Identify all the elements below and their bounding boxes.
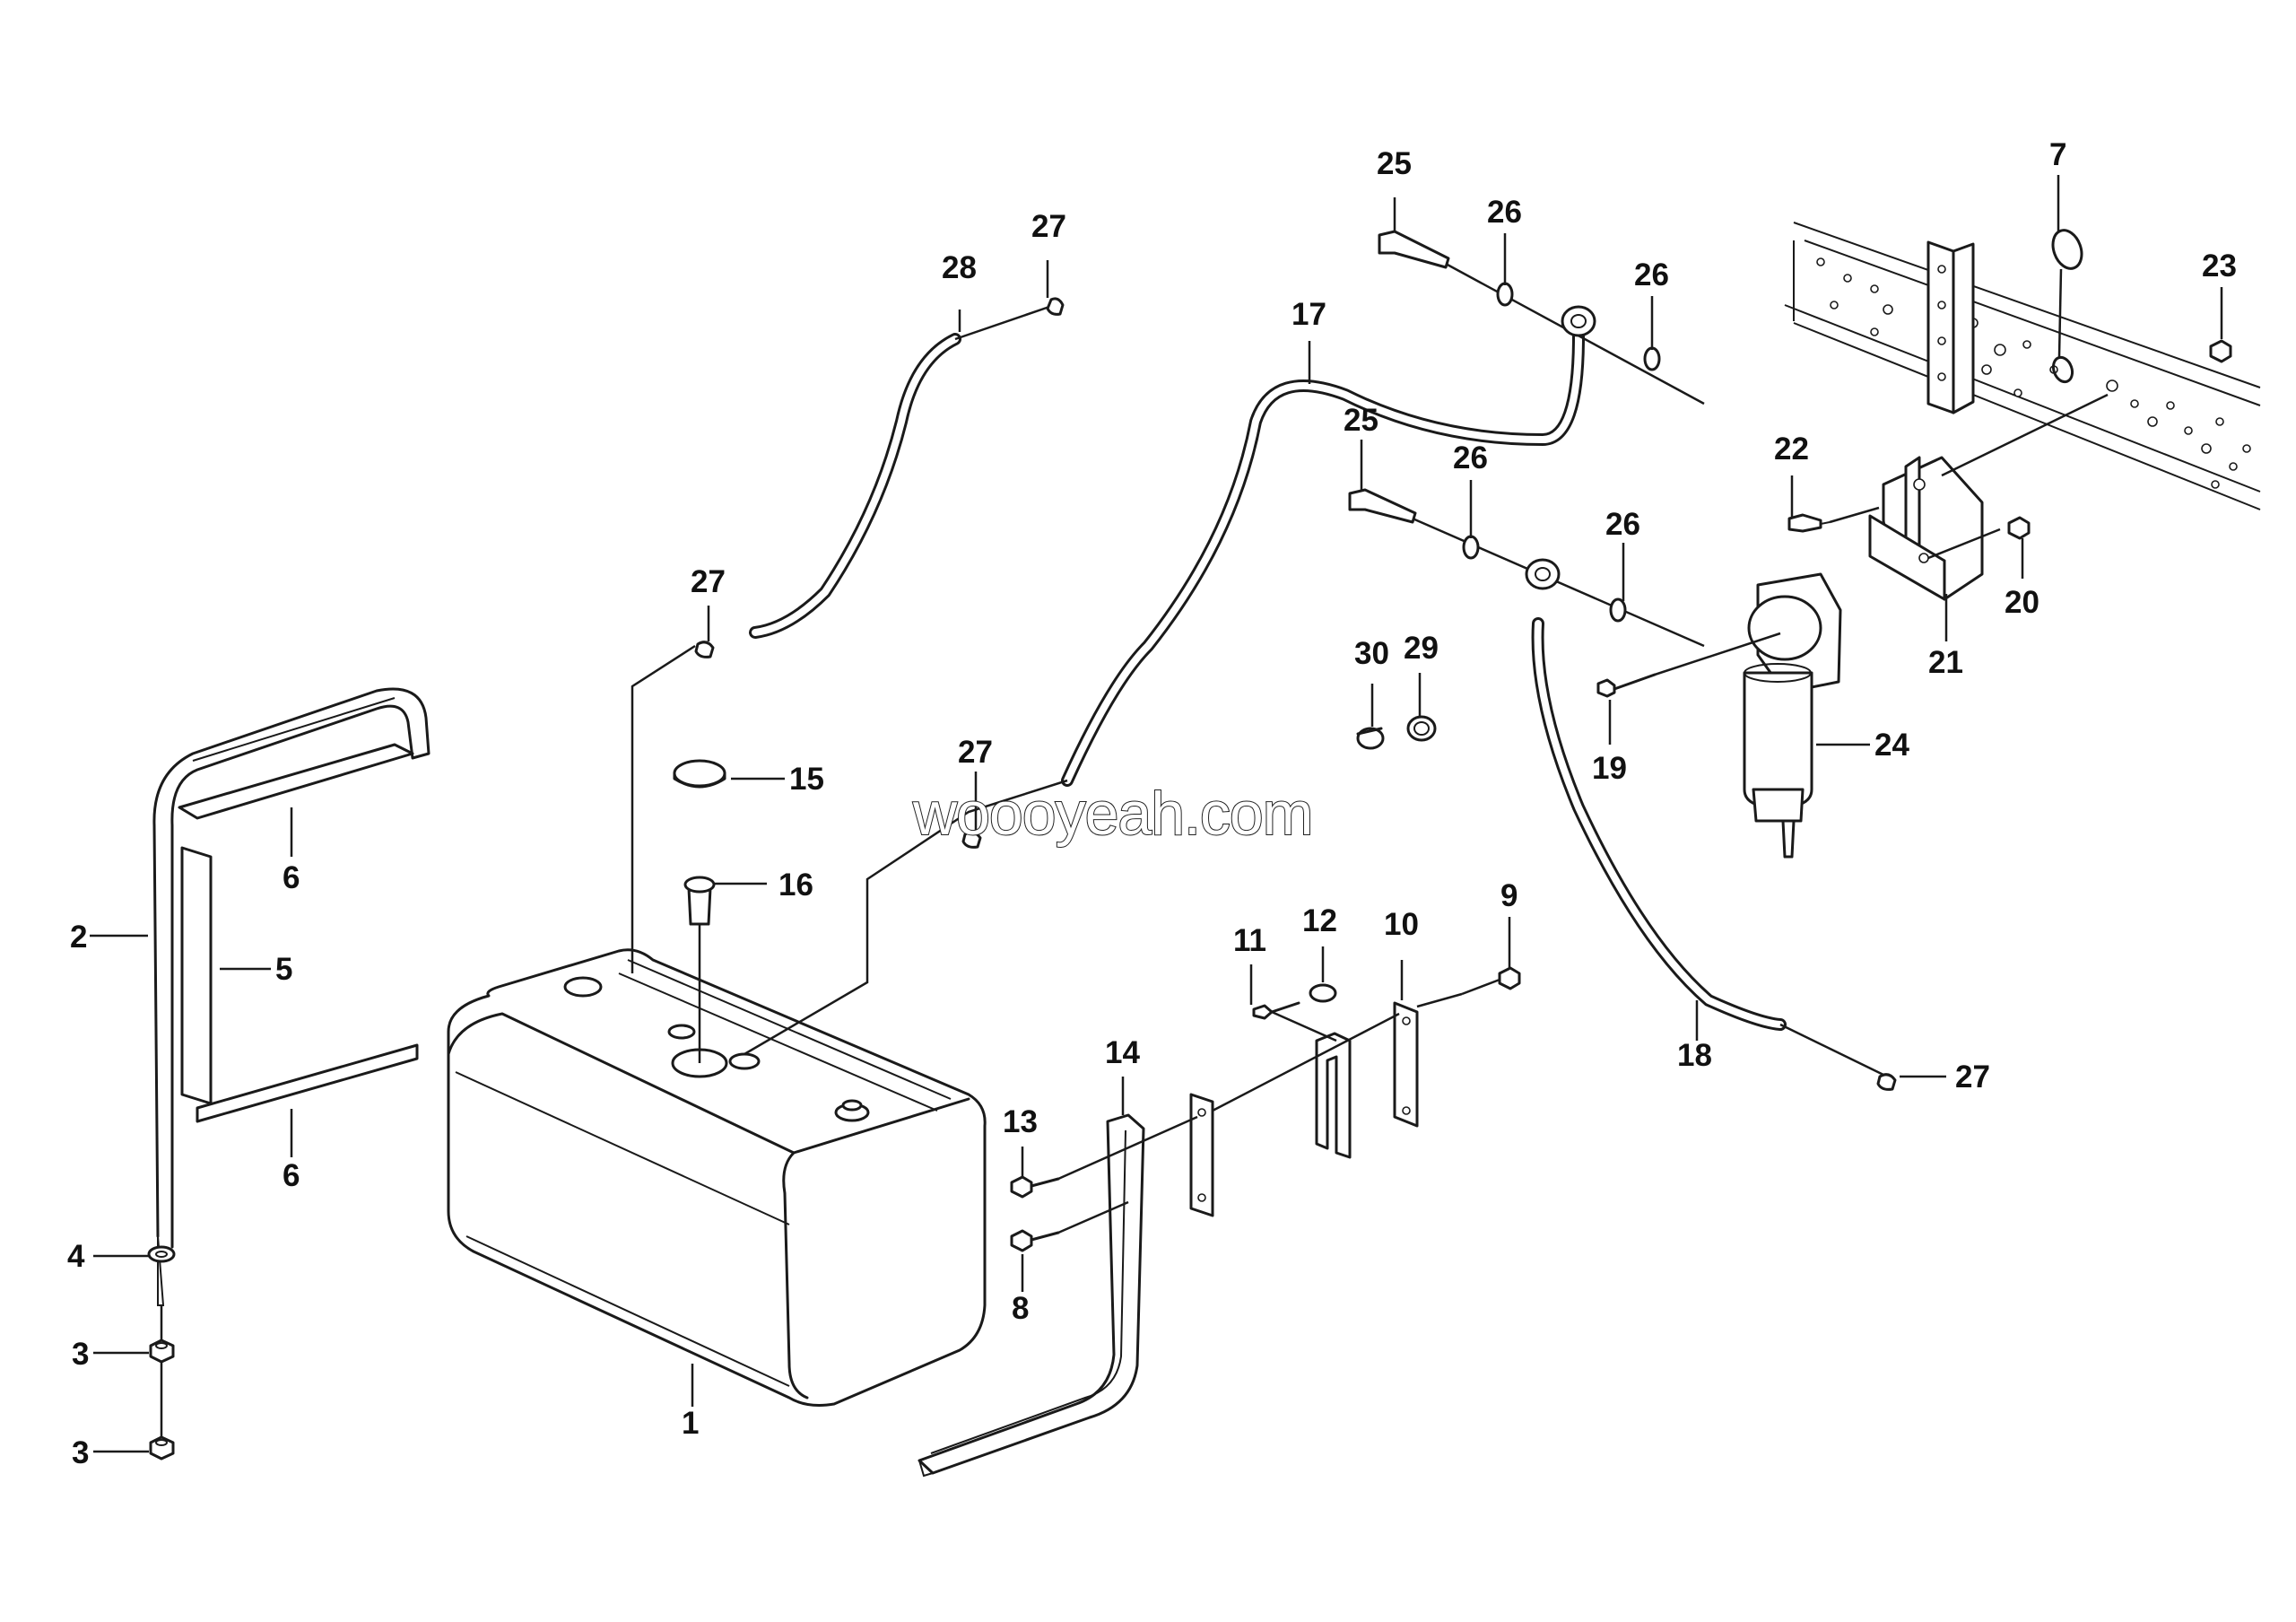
hose-clip-30 xyxy=(1356,727,1385,750)
bracket-plate-c xyxy=(1393,1001,1419,1128)
callout-3-upper: 3 xyxy=(72,1337,89,1372)
callout-15: 15 xyxy=(789,762,824,797)
callout-22: 22 xyxy=(1774,432,1809,467)
callout-26-d: 26 xyxy=(1605,507,1640,542)
callout-19: 19 xyxy=(1592,751,1627,786)
clamp-bolt-upper xyxy=(1010,992,1463,1199)
callout-27-tank: 27 xyxy=(958,735,993,770)
supply-hose-upper xyxy=(744,330,1585,1056)
callout-18: 18 xyxy=(1677,1038,1712,1073)
callout-5: 5 xyxy=(275,952,292,987)
callout-21: 21 xyxy=(1928,645,1963,680)
clamp-nut xyxy=(1461,966,1521,996)
nut-upper xyxy=(149,1339,175,1364)
washer-lower-1 xyxy=(1462,535,1480,560)
filter-bolt xyxy=(1596,632,1781,698)
callout-23: 23 xyxy=(2202,249,2237,283)
callout-26-c: 26 xyxy=(1453,440,1488,475)
callout-4: 4 xyxy=(67,1239,85,1274)
hose-clip-29 xyxy=(1406,715,1437,742)
watermark: woooyeah.com xyxy=(912,780,1312,848)
callout-17: 17 xyxy=(1292,297,1326,332)
rail-bracket xyxy=(1926,240,1975,414)
banjo-eye-upper xyxy=(1561,305,1596,337)
callout-13: 13 xyxy=(1003,1104,1038,1139)
callout-7: 7 xyxy=(2049,137,2066,172)
leader-lines xyxy=(90,175,2223,1453)
filler-insert xyxy=(683,876,716,926)
filter-bracket xyxy=(1868,393,2109,601)
callout-29: 29 xyxy=(1404,631,1439,666)
callout-27-filter: 27 xyxy=(1955,1060,1990,1094)
pad-upper xyxy=(178,743,414,820)
callout-2: 2 xyxy=(70,920,87,955)
hose-clamp-mid xyxy=(694,641,715,658)
pad-lower xyxy=(196,1043,419,1123)
callout-3-lower: 3 xyxy=(72,1435,89,1470)
callout-26-a: 26 xyxy=(1487,195,1522,230)
callout-11: 11 xyxy=(1233,923,1266,958)
fuel-filter-assembly xyxy=(1743,572,1842,859)
callout-8: 8 xyxy=(1012,1291,1029,1326)
washer-upper-2 xyxy=(1643,346,1661,371)
callout-25-lower: 25 xyxy=(1344,403,1378,438)
bracket-bolt xyxy=(1787,506,1880,533)
fuel-tank xyxy=(447,948,987,1407)
callout-16: 16 xyxy=(778,868,813,903)
banjo-eye-lower xyxy=(1525,558,1561,590)
rail-nut xyxy=(2209,339,2232,363)
callout-14: 14 xyxy=(1105,1035,1140,1070)
callout-27-top: 27 xyxy=(1031,209,1066,244)
callout-6-lower: 6 xyxy=(283,1158,300,1193)
frame-rail-holes xyxy=(1816,257,2251,489)
chassis-frame-rail xyxy=(1784,222,2261,510)
hose-clamp-tank xyxy=(961,831,982,849)
callout-9: 9 xyxy=(1500,878,1518,913)
bracket-plate-a xyxy=(1189,1093,1214,1217)
callout-26-b: 26 xyxy=(1634,257,1669,292)
pin-eyelet xyxy=(1252,983,1337,1042)
callout-1: 1 xyxy=(682,1406,699,1441)
frame-nut xyxy=(2007,516,2031,540)
hose-clamp-filter xyxy=(1876,1073,1897,1091)
tank-strap xyxy=(152,687,430,1444)
callout-28: 28 xyxy=(942,250,977,285)
o-ring xyxy=(2051,229,2083,384)
callout-20: 20 xyxy=(2005,585,2039,620)
bracket-plate-b xyxy=(1315,1032,1352,1159)
callout-6-upper: 6 xyxy=(283,860,300,895)
hose-clamp-top xyxy=(1046,297,1065,316)
clamp-bolt-lower xyxy=(1010,1200,1129,1252)
callout-24: 24 xyxy=(1874,728,1909,763)
banjo-bolt-lower xyxy=(1348,488,1705,648)
return-hose xyxy=(631,305,1050,973)
callout-25-upper: 25 xyxy=(1377,146,1412,181)
callout-30: 30 xyxy=(1354,636,1389,671)
nut-lower xyxy=(149,1435,175,1461)
washer-upper-1 xyxy=(1496,282,1514,307)
washer xyxy=(147,1245,176,1263)
filler-cap xyxy=(673,759,726,789)
washer-lower-2 xyxy=(1609,597,1627,623)
supply-hose-lower xyxy=(1531,617,1884,1077)
callout-labels: 1 2 5 6 6 4 3 3 15 16 8 13 14 11 12 10 9… xyxy=(67,137,2237,1470)
callout-12: 12 xyxy=(1302,903,1337,938)
pad-side xyxy=(180,846,213,1105)
callout-27-mid: 27 xyxy=(691,564,726,599)
callout-10: 10 xyxy=(1384,907,1419,942)
